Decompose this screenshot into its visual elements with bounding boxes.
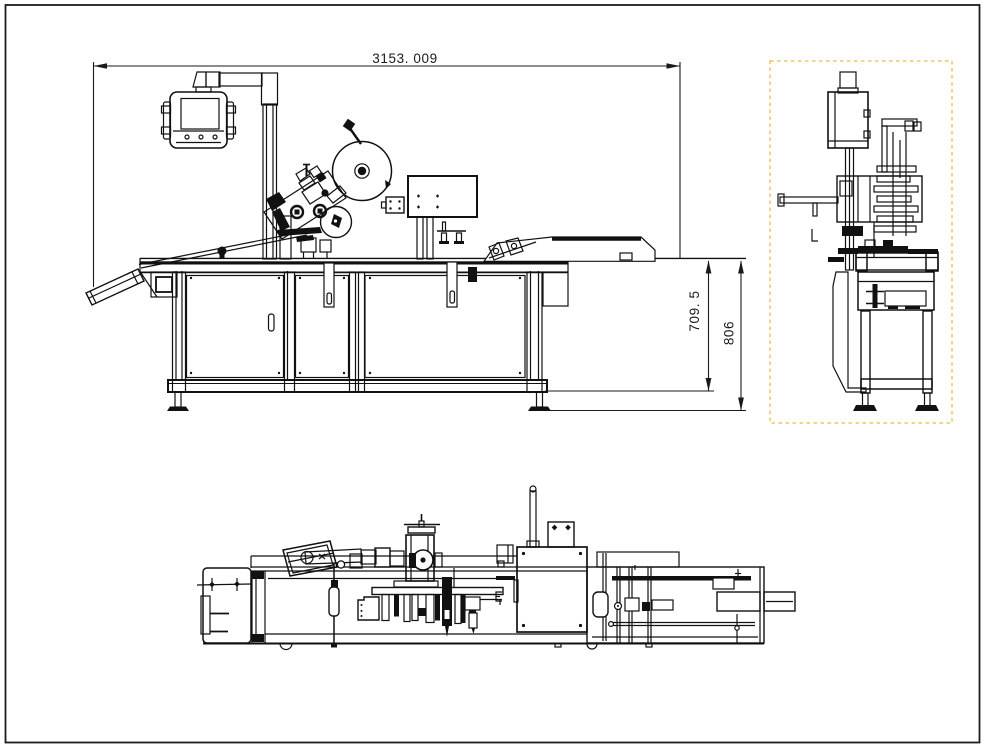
svg-text:806: 806 bbox=[722, 321, 737, 345]
svg-text:709. 5: 709. 5 bbox=[687, 290, 702, 331]
svg-text:3153. 009: 3153. 009 bbox=[372, 51, 437, 66]
